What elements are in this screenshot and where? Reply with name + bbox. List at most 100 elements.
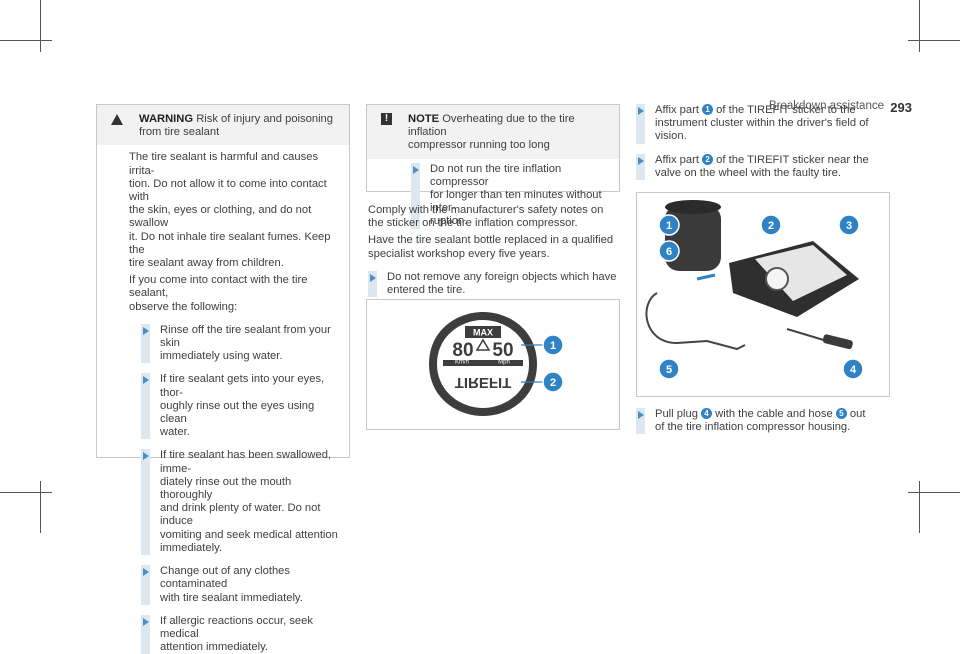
text-line: and drink plenty of water. Do not induce — [160, 502, 321, 528]
part-number-badge: 2 — [702, 153, 714, 165]
note-title-line: compressor running too long — [408, 139, 550, 152]
compressor-svg: 1 2 3 6 5 4 — [645, 200, 864, 380]
callout-number: 1 — [550, 340, 556, 352]
text-line: vision. — [655, 130, 687, 143]
text-line: ruption. — [430, 215, 468, 228]
bottle-cap — [665, 200, 721, 214]
unit-kmh: Km/h — [455, 360, 469, 366]
speed-mph: 50 — [492, 340, 513, 361]
text-line: Change out of any clothes contaminated — [160, 565, 290, 591]
callout-1 — [658, 214, 680, 236]
part-number-badge: 1 — [702, 104, 714, 115]
crop-mark — [919, 481, 920, 533]
arrow-icon — [141, 565, 150, 605]
warning-title-line: from tire sealant — [139, 126, 220, 139]
warning-triangle-icon — [475, 338, 491, 351]
sealant-bottle — [665, 205, 721, 271]
text-line: of the TIREFIT sticker near the — [716, 153, 869, 166]
tirefit-sticker-svg: MAX 80 50 Km/h Mph TIREFIT 1 2 — [429, 312, 564, 416]
arrow-icon — [141, 323, 150, 364]
text-line: If tire sealant gets into your eyes, tho… — [160, 373, 325, 399]
arrow-icon — [141, 449, 150, 556]
callout-number: 4 — [850, 364, 857, 376]
callout-number: 6 — [666, 246, 672, 258]
text-line: the skin, eyes or clothing, and do not s… — [129, 204, 312, 230]
warning-box: WARNING Risk of injury and poisoning fro… — [96, 104, 350, 654]
text-line: out — [849, 408, 866, 420]
list-item: If tire sealant gets into your eyes, tho… — [141, 373, 339, 440]
text-line: If tire sealant has been swallowed, imme… — [160, 449, 332, 475]
warning-paragraph: The tire sealant is harmful and causes i… — [129, 151, 339, 270]
note-box: ! NOTE Overheating due to the tire infla… — [366, 104, 620, 229]
speed-kmh: 80 — [452, 340, 473, 361]
callout-number: 2 — [550, 377, 556, 389]
arrow-icon — [636, 408, 645, 435]
plug — [822, 334, 853, 350]
callout-1 — [542, 334, 564, 356]
arrow-icon — [141, 614, 150, 654]
callout-number: 5 — [666, 364, 672, 376]
text-line: water. — [160, 426, 190, 439]
text-line: Do not remove any foreign objects which … — [387, 270, 617, 283]
arrow-icon — [636, 104, 645, 144]
callout-number: 2 — [768, 220, 774, 232]
note-title-line: Overheating due to the tire inflation — [408, 113, 575, 139]
note-icon: ! — [381, 113, 392, 125]
list-item: Affix part 1 of the TIREFIT sticker to t… — [636, 104, 896, 144]
callout-5 — [658, 358, 680, 380]
text-line: observe the following: — [129, 300, 238, 313]
page-number: 293 — [890, 100, 912, 115]
text-line: of the tire inflation compressor housing… — [655, 421, 851, 434]
warning-title-line: Risk of injury and poisoning — [196, 113, 333, 125]
list-item: Rinse off the tire sealant from your ski… — [141, 323, 339, 364]
list-item: If allergic reactions occur, seek medica… — [141, 614, 339, 654]
arrow-icon — [636, 153, 645, 181]
text-line: immediately. — [160, 541, 222, 554]
crop-mark — [919, 0, 920, 52]
arrow-icon — [368, 270, 377, 298]
crop-mark — [0, 40, 52, 41]
callout-number: 3 — [846, 220, 852, 232]
brand-upside-down: TIREFIT — [455, 374, 512, 391]
warning-header: WARNING Risk of injury and poisoning fro… — [97, 105, 349, 146]
crop-mark — [40, 481, 41, 533]
part-number-badge: 4 — [701, 408, 713, 419]
text-line: of the TIREFIT sticker to the — [716, 104, 856, 116]
text-line: Comply with the manufacturer's safety no… — [368, 204, 604, 216]
callout-6 — [658, 240, 680, 262]
text-line: specialist workshop every five years. — [368, 247, 550, 260]
cable — [786, 328, 828, 342]
body-paragraph: Comply with the manufacturer's safety no… — [368, 204, 624, 230]
part-number-badge: 5 — [835, 408, 847, 419]
callout-4 — [842, 358, 864, 380]
text-line: it. Do not inhale tire sealant fumes. Ke… — [129, 230, 331, 256]
max-label: MAX — [473, 328, 493, 338]
text-line: with tire sealant immediately. — [160, 591, 303, 604]
arrow-icon — [411, 162, 420, 229]
callout-2 — [760, 214, 782, 236]
text-line: entered the tire. — [387, 284, 466, 297]
text-line: Have the tire sealant bottle replaced in… — [368, 234, 614, 247]
crop-mark — [908, 40, 960, 41]
text-line: Do not run the tire inflation compressor — [430, 162, 562, 188]
max-badge — [465, 326, 501, 338]
text-line: immediately using water. — [160, 350, 283, 363]
list-item: Pull plug 4 with the cable and hose 5 ou… — [636, 408, 896, 435]
compressor-illustration: 1 2 3 6 5 4 — [636, 192, 890, 397]
text-line: the sticker on the tire inflation compre… — [368, 217, 578, 230]
text-line: The tire sealant is harmful and causes i… — [129, 151, 319, 177]
arrow-icon — [141, 373, 150, 440]
compressor-label — [755, 245, 847, 301]
pressure-gauge — [765, 267, 789, 291]
text-line: instrument cluster within the driver's f… — [655, 117, 869, 130]
list-item: Affix part 2 of the TIREFIT sticker near… — [636, 153, 896, 181]
callout-number: 1 — [666, 220, 672, 232]
text-line: valve on the wheel with the faulty tire. — [655, 166, 841, 179]
text-line: Pull plug — [655, 408, 698, 420]
note-label: NOTE — [408, 113, 440, 125]
sticker-illustration: MAX 80 50 Km/h Mph TIREFIT 1 2 — [366, 299, 620, 430]
section-title: Breakdown assistance — [768, 100, 884, 112]
text-line: diately rinse out the mouth thoroughly — [160, 475, 292, 502]
note-header: ! NOTE Overheating due to the tire infla… — [367, 105, 619, 159]
text-line: attention immediately. — [160, 641, 268, 654]
